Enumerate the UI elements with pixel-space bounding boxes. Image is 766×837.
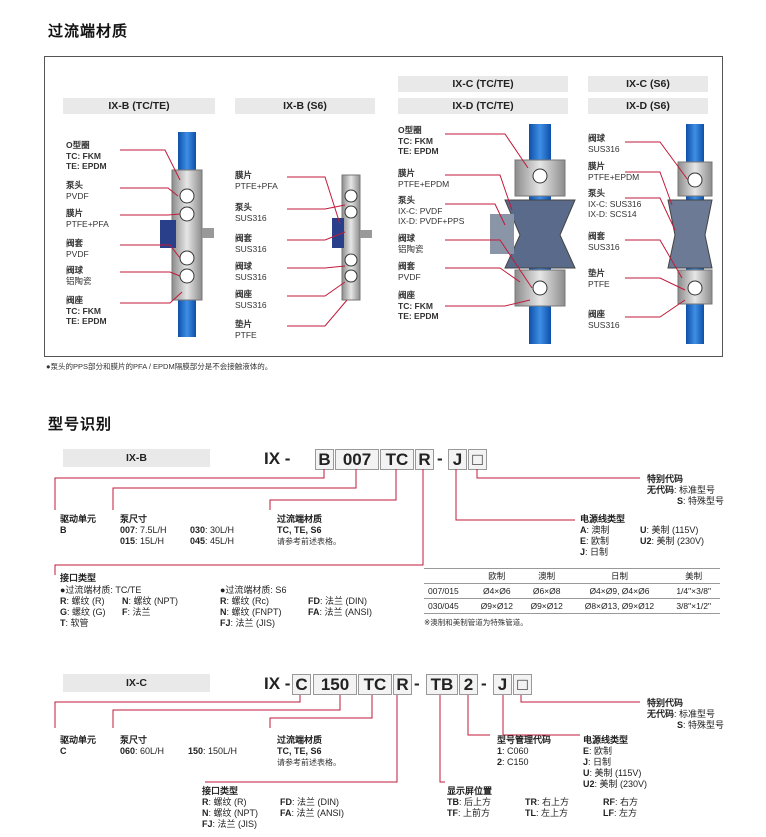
ixb-code-material: TC	[380, 449, 414, 470]
header-ixd-s6: IX-D (S6)	[588, 98, 708, 114]
ixc-code-size: 150	[313, 674, 357, 695]
pump-illustrations	[120, 124, 713, 344]
ixb-code-size: 007	[335, 449, 379, 470]
ixb-connection-type: 接口类型	[60, 573, 97, 583]
table-row: 030/045 Ø9×Ø12 Ø9×Ø12 Ø8×Ø13, Ø9×Ø12 3/8…	[424, 598, 720, 614]
header-ixb-s6: IX-B (S6)	[235, 98, 375, 114]
ixb-code-prefix: IX -	[264, 449, 291, 468]
pump-ixb-tc-drawing	[160, 132, 214, 337]
header-ixd-tc: IX-D (TC/TE)	[398, 98, 568, 114]
materials-panel	[44, 56, 723, 357]
ixb-model-label: IX-B	[63, 449, 210, 467]
ixc-special-code: 特别代码 无代码: 标准型号 S: 特殊型号	[647, 698, 725, 730]
ixb-code-conn: R	[415, 449, 434, 470]
table-header-row: 欧制 澳制 日制 美制	[424, 568, 720, 584]
ixb-code-power: J	[448, 449, 467, 470]
ixc-code-power: J	[493, 674, 512, 695]
ixb-conn-s6: ●过流端材质: S6 R: 螺纹 (Rc)FD: 法兰 (DIN) N: 螺纹 …	[220, 585, 373, 628]
header-ixc-s6: IX-C (S6)	[588, 76, 708, 92]
section-title-materials: 过流端材质	[48, 23, 129, 40]
ixc-code-dash2: -	[481, 674, 487, 693]
ixc-code-display: TB	[426, 674, 458, 695]
table-row: 007/015 Ø4×Ø6 Ø6×Ø8 Ø4×Ø9, Ø4×Ø6 1/4"×3/…	[424, 583, 720, 599]
pump-ixb-s6-drawing	[332, 174, 372, 301]
label-ixc-tc-valve-ball: 阀球铝陶瓷	[398, 233, 424, 254]
materials-footnote: ●泵头的PPS部分和膜片的PFA / EPDM隔膜部分是不会接触液体的。	[46, 362, 273, 371]
ixc-mgmt-code: 型号管理代码 1: C060 2: C150	[497, 735, 552, 767]
ixc-code-material: TC	[358, 674, 392, 695]
section-title-model: 型号识别	[48, 416, 113, 433]
ixc-code-drive: C	[292, 674, 311, 695]
ixc-model-label: IX-C	[63, 674, 210, 692]
header-ixb-tc: IX-B (TC/TE)	[63, 98, 215, 114]
header-ixc-tc: IX-C (TC/TE)	[398, 76, 568, 92]
ixb-conn-tc: ●过流端材质: TC/TE R: 螺纹 (R)N: 螺纹 (NPT) G: 螺纹…	[60, 585, 178, 628]
ixc-code-special: □	[513, 674, 532, 695]
pump-ixc-tc-drawing	[490, 124, 576, 344]
ixc-power-cord: 电源线类型 E: 欧制 J: 日制 U: 美制 (115V) U2: 美制 (2…	[583, 735, 648, 789]
ixc-code-mgmt: 2	[459, 674, 478, 695]
ixc-code-conn: R	[393, 674, 412, 695]
ixb-code-dash: -	[437, 449, 443, 468]
ixc-connection-type: 接口类型 R: 螺纹 (R)FD: 法兰 (DIN) N: 螺纹 (NPT)FA…	[202, 786, 345, 829]
tube-size-table: 欧制 澳制 日制 美制 007/015 Ø4×Ø6 Ø6×Ø8 Ø4×Ø9, Ø…	[424, 568, 720, 614]
ixc-code-dash1: -	[414, 674, 420, 693]
ixc-code-prefix: IX -	[264, 674, 291, 693]
tube-table-note: ※澳制和美制管道为特殊管道。	[424, 618, 528, 627]
label-ixb-tc-valve-ball: 阀球铝陶瓷	[66, 265, 92, 286]
ixb-special-code: 特别代码 无代码: 标准型号 S: 特殊型号	[647, 474, 725, 506]
ixb-code-special: □	[468, 449, 487, 470]
pump-ixc-s6-drawing	[667, 124, 713, 344]
